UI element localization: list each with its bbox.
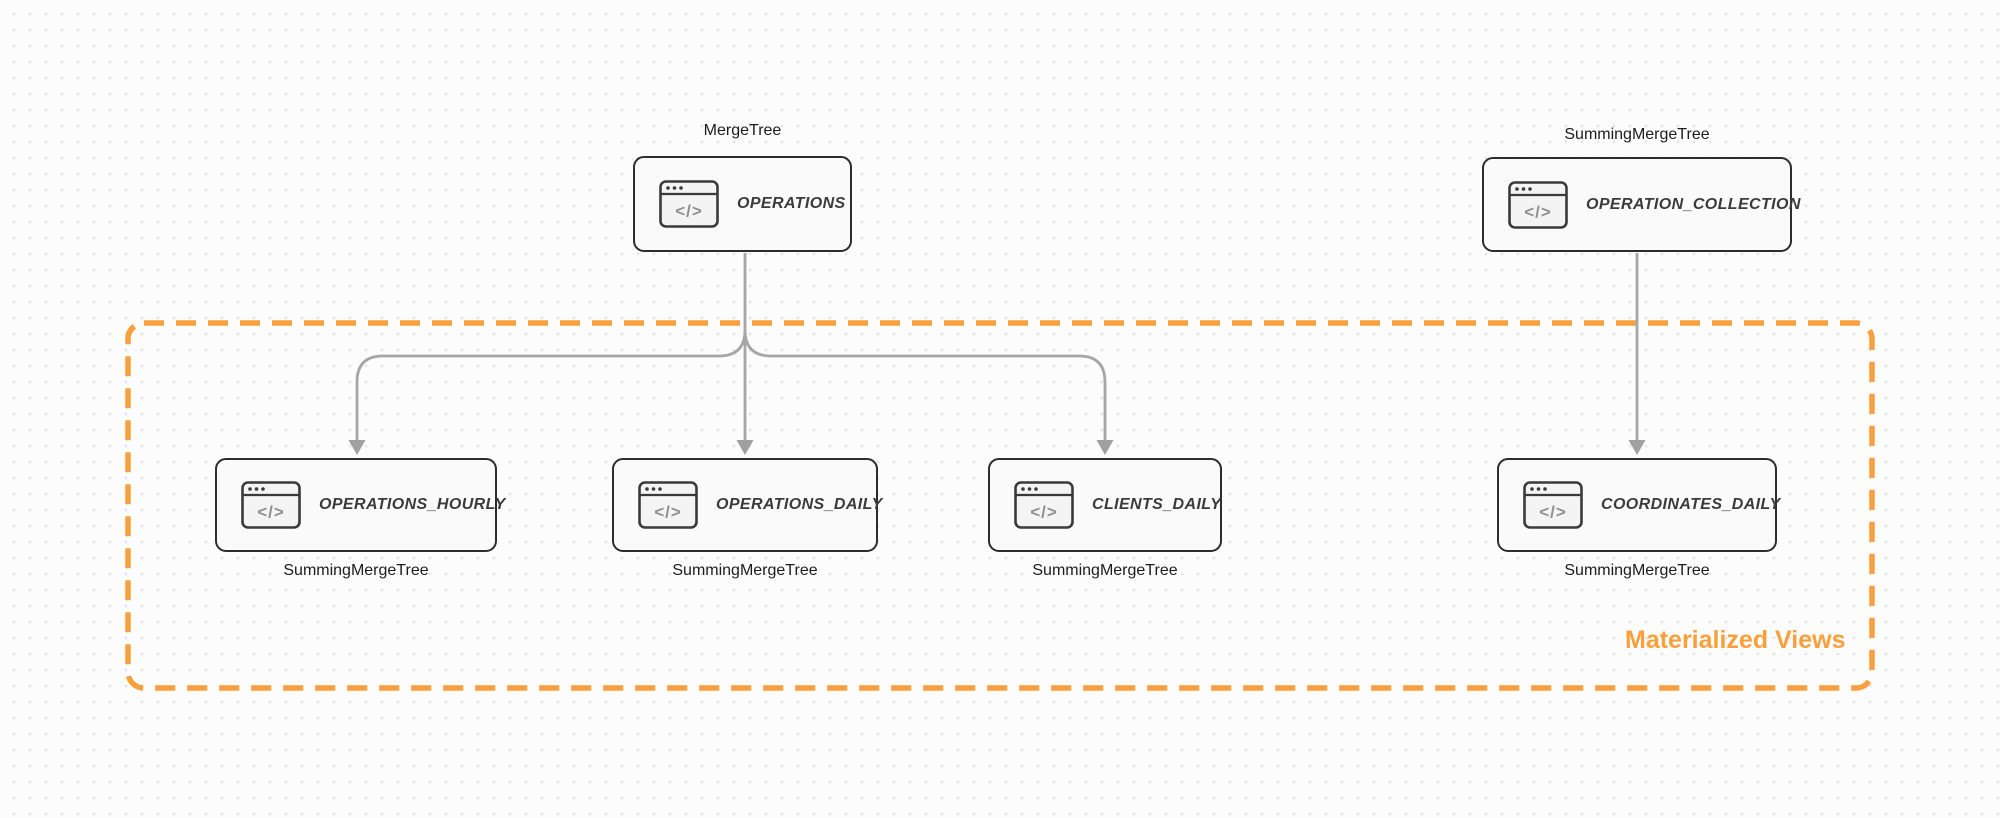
svg-text:</>: </> [675, 202, 703, 221]
engine-label-operations-daily: SummingMergeTree [672, 562, 818, 579]
arrowhead-coordinates-daily [1628, 440, 1646, 455]
node-operation-collection[interactable]: </> OPERATION_COLLECTION [1482, 157, 1800, 252]
arrowhead-operations-hourly [348, 440, 366, 455]
svg-text:</>: </> [1539, 503, 1567, 522]
node-operations-hourly[interactable]: </> OPERATIONS_HOURLY [215, 458, 505, 552]
node-operations[interactable]: </> OPERATIONS [633, 156, 852, 252]
node-title: OPERATIONS_HOURLY [319, 496, 506, 513]
node-title: COORDINATES_DAILY [1601, 496, 1781, 513]
node-coordinates-daily[interactable]: </> COORDINATES_DAILY [1497, 458, 1780, 552]
node-operations-daily[interactable]: </> OPERATIONS_DAILY [612, 458, 882, 552]
engine-label-operation-collection: SummingMergeTree [1564, 126, 1710, 143]
svg-text:</>: </> [257, 503, 285, 522]
code-window-icon: </> [241, 481, 301, 529]
node-title: OPERATIONS_DAILY [716, 496, 883, 513]
engine-label-coordinates-daily: SummingMergeTree [1564, 562, 1710, 579]
materialized-views-label: Materialized Views [1625, 626, 1846, 654]
node-title: CLIENTS_DAILY [1092, 496, 1222, 513]
arrowhead-clients-daily [1096, 440, 1114, 455]
svg-text:</>: </> [1524, 202, 1552, 221]
node-title: OPERATIONS [737, 195, 846, 212]
engine-label-operations: MergeTree [703, 122, 782, 139]
edge-operations-to-clients-daily [743, 329, 1107, 441]
code-window-icon: </> [1508, 180, 1568, 229]
arrowhead-operations-daily [736, 440, 754, 455]
code-window-icon: </> [1523, 481, 1583, 529]
svg-text:</>: </> [1030, 503, 1058, 522]
engine-label-clients-daily: SummingMergeTree [1032, 562, 1178, 579]
svg-text:</>: </> [654, 503, 682, 522]
code-window-icon: </> [638, 481, 698, 529]
edge-operations-to-operations-hourly [355, 329, 747, 441]
node-clients-daily[interactable]: </> CLIENTS_DAILY [988, 458, 1222, 552]
engine-label-operations-hourly: SummingMergeTree [283, 562, 429, 579]
code-window-icon: </> [659, 180, 719, 228]
code-window-icon: </> [1014, 481, 1074, 529]
node-title: OPERATION_COLLECTION [1586, 195, 1801, 213]
